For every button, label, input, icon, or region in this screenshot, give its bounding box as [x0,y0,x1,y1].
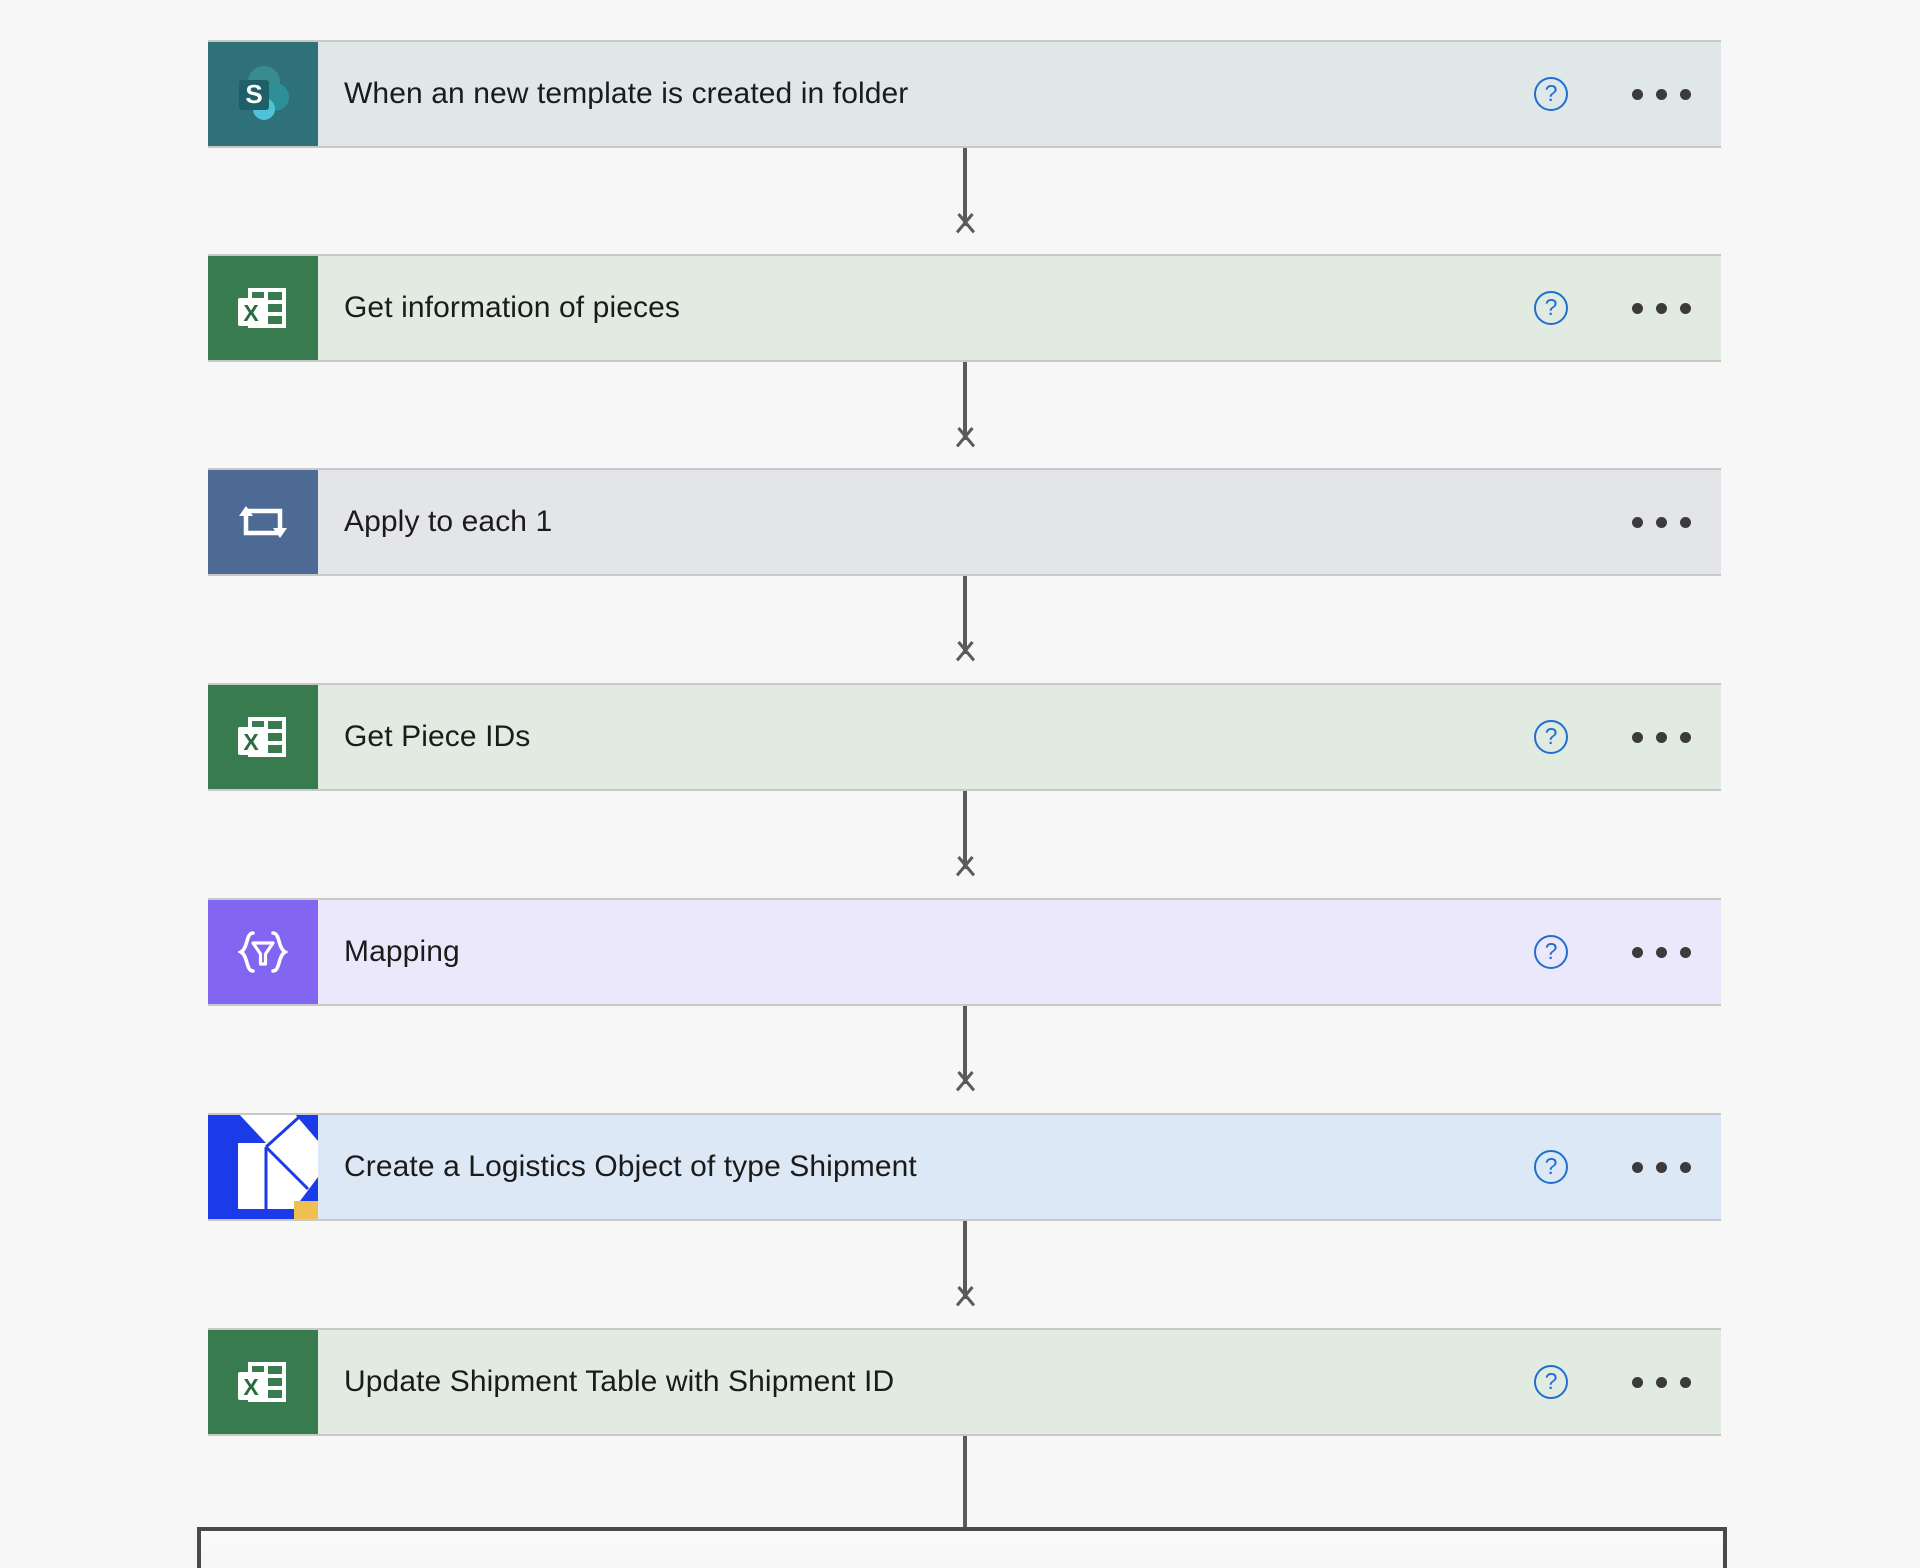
connector-line-7 [963,1436,967,1528]
flow-step-title: Get information of pieces [344,291,681,324]
help-icon[interactable]: ? [1534,77,1568,111]
flow-step-body[interactable]: Update Shipment Table with Shipment ID ? [318,1330,1721,1434]
mapping-icon [208,900,318,1004]
flow-step-card-create-logistics-object-shipment[interactable]: Create a Logistics Object of type Shipme… [208,1113,1721,1221]
connector-arrow-5 [950,1072,980,1092]
help-icon[interactable]: ? [1534,720,1568,754]
more-commands-icon[interactable] [1628,937,1695,968]
flow-step-card-mapping[interactable]: Mapping ? [208,898,1721,1006]
flow-step-actions: ? [1534,900,1695,1004]
flow-step-actions: ? [1534,1115,1695,1219]
loop-icon [208,470,318,574]
more-commands-icon[interactable] [1628,293,1695,324]
svg-text:X: X [243,1374,259,1400]
flow-step-body[interactable]: Get Piece IDs ? [318,685,1721,789]
svg-text:X: X [243,729,259,755]
connector-arrow-2 [950,428,980,448]
svg-text:X: X [243,300,259,326]
flow-step-title: Create a Logistics Object of type Shipme… [344,1150,917,1183]
flow-step-body[interactable]: When an new template is created in folde… [318,42,1721,146]
connector-arrow-6 [950,1287,980,1307]
excel-icon: X [208,685,318,789]
flow-step-card-apply-to-each-1[interactable]: Apply to each 1 [208,468,1721,576]
flow-step-actions: ? [1534,1330,1695,1434]
flow-step-card-get-information-of-pieces[interactable]: X Get information of pieces ? [208,254,1721,362]
flow-step-title: Get Piece IDs [344,720,531,753]
excel-icon: X [208,1330,318,1434]
connector-line-2 [963,362,967,440]
help-icon-placeholder [1534,505,1568,539]
more-commands-icon[interactable] [1628,507,1695,538]
flow-step-title: When an new template is created in folde… [344,77,909,110]
flow-step-actions: ? [1534,42,1695,146]
flow-step-actions: ? [1534,685,1695,789]
flow-step-body[interactable]: Create a Logistics Object of type Shipme… [318,1115,1721,1219]
more-commands-icon[interactable] [1628,1152,1695,1183]
flow-step-title: Update Shipment Table with Shipment ID [344,1365,895,1398]
connector-line-3 [963,576,967,654]
logistics-icon [208,1115,318,1219]
help-icon[interactable]: ? [1534,1365,1568,1399]
flow-step-title: Mapping [344,935,460,968]
connector-line-1 [963,148,967,226]
more-commands-icon[interactable] [1628,1367,1695,1398]
connector-arrow-3 [950,642,980,662]
flow-step-body[interactable]: Mapping ? [318,900,1721,1004]
more-commands-icon[interactable] [1628,722,1695,753]
flow-step-actions: ? [1534,256,1695,360]
help-icon[interactable]: ? [1534,935,1568,969]
flow-step-title: Apply to each 1 [344,505,553,538]
flow-step-card-get-piece-ids[interactable]: X Get Piece IDs ? [208,683,1721,791]
scope-container-box[interactable] [197,1527,1727,1568]
excel-icon: X [208,256,318,360]
connector-line-6 [963,1221,967,1299]
flow-step-card-trigger-sharepoint[interactable]: S When an new template is created in fol… [208,40,1721,148]
help-icon[interactable]: ? [1534,291,1568,325]
connector-arrow-1 [950,214,980,234]
more-commands-icon[interactable] [1628,79,1695,110]
flow-step-card-update-shipment-table[interactable]: X Update Shipment Table with Shipment ID… [208,1328,1721,1436]
flow-step-actions [1534,470,1695,574]
connector-arrow-4 [950,857,980,877]
svg-text:S: S [245,79,262,109]
flow-step-body[interactable]: Get information of pieces ? [318,256,1721,360]
sharepoint-icon: S [208,42,318,146]
connector-line-4 [963,791,967,869]
connector-line-5 [963,1006,967,1084]
flow-step-body[interactable]: Apply to each 1 [318,470,1721,574]
help-icon[interactable]: ? [1534,1150,1568,1184]
